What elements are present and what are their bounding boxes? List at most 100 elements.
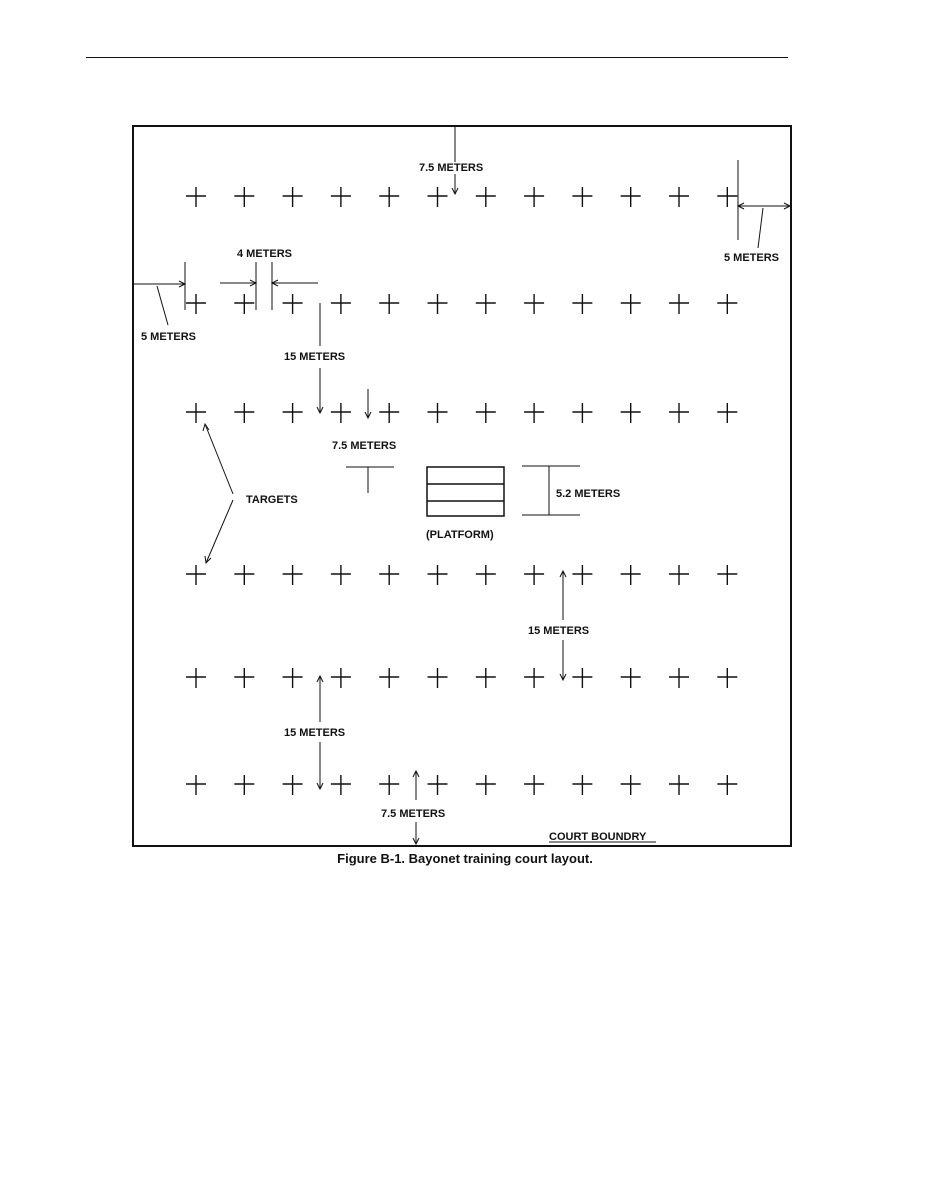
target-cross xyxy=(186,775,206,795)
figure-caption: Figure B-1. Bayonet training court layou… xyxy=(337,851,593,866)
target-cross xyxy=(572,187,593,207)
dim-platform-offset xyxy=(346,389,394,493)
target-cross xyxy=(475,294,496,314)
target-cross xyxy=(330,775,351,795)
target-cross xyxy=(669,294,689,314)
target-cross xyxy=(620,668,641,688)
target-cross xyxy=(186,187,206,207)
dim-top-spacing xyxy=(451,127,459,196)
target-cross xyxy=(620,775,641,795)
label-left-margin: 5 METERS xyxy=(141,331,196,343)
target-cross xyxy=(717,403,738,423)
target-cross xyxy=(186,294,206,314)
label-platform-depth: 5.2 METERS xyxy=(556,488,620,500)
target-cross xyxy=(427,294,448,314)
label-row-spacing-middle: 15 METERS xyxy=(528,625,589,637)
target-cross xyxy=(475,565,496,585)
target-cross xyxy=(234,668,255,688)
target-cross xyxy=(524,668,545,688)
target-cross xyxy=(427,668,448,688)
label-top-spacing: 7.5 METERS xyxy=(419,162,483,174)
label-bottom-spacing: 7.5 METERS xyxy=(381,808,445,820)
target-cross xyxy=(186,668,206,688)
target-cross xyxy=(524,294,545,314)
target-cross xyxy=(475,187,496,207)
target-cross xyxy=(669,775,689,795)
target-cross xyxy=(669,668,689,688)
target-cross xyxy=(427,187,448,207)
target-cross xyxy=(379,187,400,207)
target-cross xyxy=(330,403,351,423)
dim-row-spacing-lower xyxy=(316,674,324,791)
target-cross xyxy=(330,294,351,314)
target-cross xyxy=(669,403,689,423)
target-cross xyxy=(379,668,400,688)
target-cross xyxy=(330,668,351,688)
target-cross xyxy=(282,187,303,207)
target-cross xyxy=(282,565,303,585)
label-row-spacing-upper: 15 METERS xyxy=(284,351,345,363)
target-cross xyxy=(524,775,545,795)
target-cross xyxy=(524,565,545,585)
target-cross xyxy=(282,403,303,423)
target-cross xyxy=(572,775,593,795)
target-grid xyxy=(186,187,738,795)
target-cross xyxy=(717,775,738,795)
target-cross xyxy=(234,565,255,585)
target-cross xyxy=(427,775,448,795)
target-cross xyxy=(669,187,689,207)
target-cross xyxy=(475,668,496,688)
target-cross xyxy=(282,775,303,795)
dim-platform-depth xyxy=(522,465,580,516)
target-cross xyxy=(186,403,206,423)
dim-left-margin xyxy=(133,262,187,326)
target-cross xyxy=(717,668,738,688)
target-cross xyxy=(572,565,593,585)
target-cross xyxy=(475,403,496,423)
dim-target-spacing xyxy=(220,262,318,310)
target-cross xyxy=(572,403,593,423)
target-cross xyxy=(282,294,303,314)
label-boundary: COURT BOUNDRY xyxy=(549,831,647,843)
label-platform-offset: 7.5 METERS xyxy=(332,440,396,452)
dim-row-spacing-middle xyxy=(559,569,567,682)
target-cross xyxy=(669,565,689,585)
target-cross xyxy=(330,565,351,585)
target-cross xyxy=(379,565,400,585)
target-cross xyxy=(379,403,400,423)
label-targets: TARGETS xyxy=(246,494,298,506)
target-cross xyxy=(572,668,593,688)
target-cross xyxy=(620,187,641,207)
target-cross xyxy=(475,775,496,795)
targets-callout xyxy=(202,422,234,565)
target-cross xyxy=(427,565,448,585)
target-cross xyxy=(620,565,641,585)
target-cross xyxy=(379,775,400,795)
target-cross xyxy=(282,668,303,688)
dim-row-spacing-upper xyxy=(316,303,324,415)
target-cross xyxy=(330,187,351,207)
label-right-margin: 5 METERS xyxy=(724,252,779,264)
target-cross xyxy=(620,294,641,314)
target-cross xyxy=(717,187,738,207)
target-cross xyxy=(524,403,545,423)
target-cross xyxy=(234,403,255,423)
dim-bottom-spacing xyxy=(412,769,420,846)
header-rule xyxy=(86,57,788,58)
target-cross xyxy=(379,294,400,314)
target-cross xyxy=(717,294,738,314)
target-cross xyxy=(620,403,641,423)
target-cross xyxy=(186,565,206,585)
target-cross xyxy=(234,294,255,314)
target-cross xyxy=(234,775,255,795)
target-cross xyxy=(572,294,593,314)
dim-right-margin xyxy=(736,160,792,249)
target-cross xyxy=(427,403,448,423)
target-cross xyxy=(524,187,545,207)
court-boundary xyxy=(132,125,792,847)
platform xyxy=(426,466,505,517)
target-cross xyxy=(234,187,255,207)
label-row-spacing-lower: 15 METERS xyxy=(284,727,345,739)
